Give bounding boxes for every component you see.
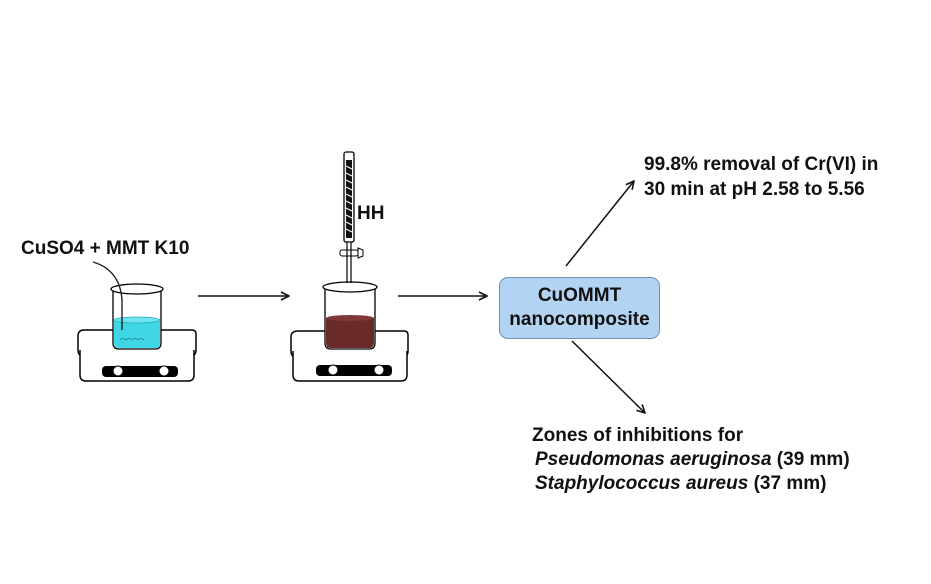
inhibition-item: Pseudomonas aeruginosa (39 mm) [532, 448, 850, 472]
organism-value: (37 mm) [748, 473, 827, 494]
organism-name: Pseudomonas aeruginosa [535, 449, 772, 470]
removal-outcome: 99.8% removal of Cr(VI) in 30 min at pH … [644, 152, 878, 202]
removal-line1: 99.8% removal of Cr(VI) in [644, 154, 879, 175]
inhibition-heading: Zones of inhibitions for [532, 425, 744, 446]
beaker-mixture-icon [322, 281, 378, 350]
arrow-up-right-icon [565, 181, 634, 267]
product-node: CuOMMT nanocomposite [499, 277, 660, 339]
inhibition-outcome: Zones of inhibitions for Pseudomonas aer… [532, 424, 850, 496]
removal-line2: 30 min at pH 2.58 to 5.56 [644, 179, 865, 200]
beaker-cuso4-icon [92, 261, 164, 350]
mixture-solution [326, 318, 374, 348]
arrow-down-right-icon [571, 340, 645, 413]
hotplate-1-icon [77, 329, 197, 382]
burette-icon [339, 151, 364, 283]
start-materials-label: CuSO4 + MMT K10 [21, 238, 190, 259]
product-node-line1: CuOMMT [537, 285, 622, 306]
inhibition-item: Staphylococcus aureus (37 mm) [532, 472, 850, 496]
organism-value: (39 mm) [771, 449, 850, 470]
cuso4-solution [114, 320, 160, 348]
product-node-line2: nanocomposite [509, 309, 650, 330]
organism-name: Staphylococcus aureus [535, 473, 749, 494]
reagent-label: HH [357, 203, 385, 224]
